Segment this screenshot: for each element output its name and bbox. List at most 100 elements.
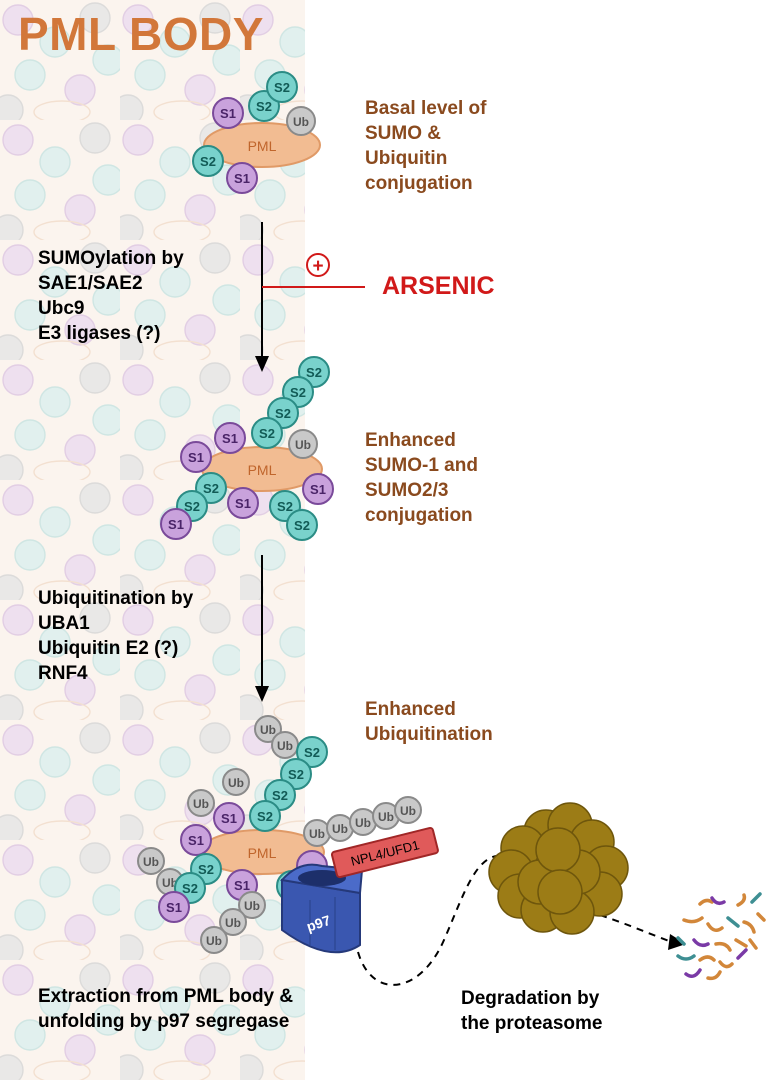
svg-text:S2: S2: [275, 406, 291, 421]
sumo1-node: S1: [227, 487, 259, 519]
sumo1-node: S1: [302, 473, 334, 505]
ubiquitin-node: Ub: [200, 926, 228, 954]
svg-text:S2: S2: [290, 385, 306, 400]
svg-text:S2: S2: [203, 481, 219, 496]
ubiquitin-node: Ub: [288, 429, 318, 459]
enhanced-sumo-complex: PML S2 S2 S2 S2 Ub S1 S1 S2 S2 S1 S1 S2 …: [160, 356, 334, 541]
sumo1-node: S1: [214, 422, 246, 454]
caption-extraction: Extraction from PML body & unfolding by …: [38, 986, 294, 1032]
svg-text:S2: S2: [274, 80, 290, 95]
svg-text:S2: S2: [259, 426, 275, 441]
arsenic-plus-icon: +: [306, 253, 330, 277]
sumo1-node: S1: [213, 802, 245, 834]
ubiquitin-node: Ub: [222, 768, 250, 796]
svg-text:S2: S2: [294, 518, 310, 533]
svg-text:+: +: [312, 256, 323, 277]
svg-text:Ub: Ub: [378, 810, 394, 824]
sumo1-node: S1: [158, 891, 190, 923]
ubiquitin-node: Ub: [187, 789, 215, 817]
svg-text:S2: S2: [200, 154, 216, 169]
pml-label: PML: [248, 138, 277, 154]
sumo1-node: S1: [160, 508, 192, 540]
svg-text:Ub: Ub: [332, 822, 348, 836]
enhanced-ubiquitin-complex: PML Ub Ub S2 S2 S2 S2 Ub Ub S1 S1 Ub Ub …: [137, 715, 422, 954]
svg-text:S1: S1: [188, 833, 204, 848]
ubiquitin-node: Ub: [326, 814, 354, 842]
ubiquitination-arrowhead: [255, 686, 269, 702]
svg-text:S2: S2: [304, 745, 320, 760]
svg-text:Ub: Ub: [143, 855, 159, 869]
arsenic-label: ARSENIC: [382, 272, 495, 300]
svg-text:Ub: Ub: [309, 827, 325, 841]
stage-label-enhanced-sumo: Enhanced SUMO-1 and SUMO2/3 conjugation: [365, 430, 478, 526]
svg-text:Ub: Ub: [162, 876, 178, 890]
svg-text:S2: S2: [184, 499, 200, 514]
sumo2-node: S2: [264, 779, 296, 811]
svg-text:Ub: Ub: [244, 899, 260, 913]
svg-text:S2: S2: [288, 767, 304, 782]
sumo1-node: S1: [226, 162, 258, 194]
svg-text:Ub: Ub: [277, 739, 293, 753]
diagram-title: PML BODY: [18, 8, 264, 60]
step-label-sumoylation: SUMOylation by SAE1/SAE2 Ubc9 E3 ligases…: [38, 248, 184, 344]
stage-label-basal: Basal level of SUMO & Ubiquitin conjugat…: [365, 98, 487, 194]
p97-pore: [298, 870, 346, 886]
degradation-arrowhead: [668, 934, 686, 950]
extraction-dashed-arrow: [357, 854, 521, 986]
sumo2-node: S2: [192, 145, 224, 177]
svg-text:S1: S1: [234, 878, 250, 893]
sumo2-node: S2: [286, 509, 318, 541]
svg-text:S2: S2: [182, 881, 198, 896]
p97-label: p97: [305, 912, 333, 935]
svg-text:S1: S1: [168, 517, 184, 532]
ubiquitin-node: Ub: [219, 908, 247, 936]
svg-text:Ub: Ub: [295, 438, 311, 452]
svg-text:S1: S1: [220, 106, 236, 121]
svg-text:Ub: Ub: [193, 797, 209, 811]
sumo1-node: S1: [180, 824, 212, 856]
sumoylation-arrowhead: [255, 356, 269, 372]
sumo1-node: S1: [180, 441, 212, 473]
sumo1-node: S1: [212, 97, 244, 129]
pml-protein: [203, 122, 321, 168]
caption-degradation: Degradation by the proteasome: [461, 988, 603, 1034]
proteasome: [488, 802, 629, 935]
svg-text:Ub: Ub: [293, 115, 309, 129]
p97-body: [281, 878, 361, 954]
svg-text:S1: S1: [235, 496, 251, 511]
degradation-dashed-arrow: [599, 914, 673, 943]
ubiquitin-node: Ub: [271, 731, 299, 759]
ubiquitin-node: Ub: [238, 891, 266, 919]
step-label-ubiquitination: Ubiquitination by UBA1 Ubiquitin E2 (?) …: [38, 588, 194, 684]
pml-label: PML: [248, 845, 277, 861]
svg-text:Ub: Ub: [355, 816, 371, 830]
stage-label-enhanced-ubiquitination: Enhanced Ubiquitination: [365, 699, 493, 745]
svg-text:S2: S2: [256, 99, 272, 114]
svg-text:S2: S2: [272, 788, 288, 803]
ubiquitin-node: Ub: [394, 796, 422, 824]
ubiquitin-node: Ub: [254, 715, 282, 743]
svg-text:Ub: Ub: [206, 934, 222, 948]
sumo2-node: S2: [251, 417, 283, 449]
svg-text:Ub: Ub: [228, 776, 244, 790]
sumo2-node: S2: [296, 736, 328, 768]
svg-text:S2: S2: [198, 862, 214, 877]
ubiquitin-node: Ub: [349, 808, 377, 836]
ubiquitin-node: Ub: [137, 847, 165, 875]
pml-label: PML: [248, 462, 277, 478]
svg-text:Ub: Ub: [400, 804, 416, 818]
sumo2-node: S2: [266, 71, 298, 103]
svg-text:S1: S1: [166, 900, 182, 915]
svg-text:S2: S2: [277, 499, 293, 514]
basal-complex: PML S1 S2 S2 Ub S2 S1: [192, 71, 321, 194]
ubiquitin-node: Ub: [286, 106, 316, 136]
svg-text:Ub: Ub: [260, 723, 276, 737]
ubiquitin-node: Ub: [303, 819, 331, 847]
sumo2-node: S2: [249, 800, 281, 832]
svg-text:S1: S1: [310, 482, 326, 497]
svg-text:S1: S1: [221, 811, 237, 826]
ubiquitin-node: Ub: [372, 802, 400, 830]
peptide-fragments: [676, 892, 766, 981]
svg-text:Ub: Ub: [225, 916, 241, 930]
